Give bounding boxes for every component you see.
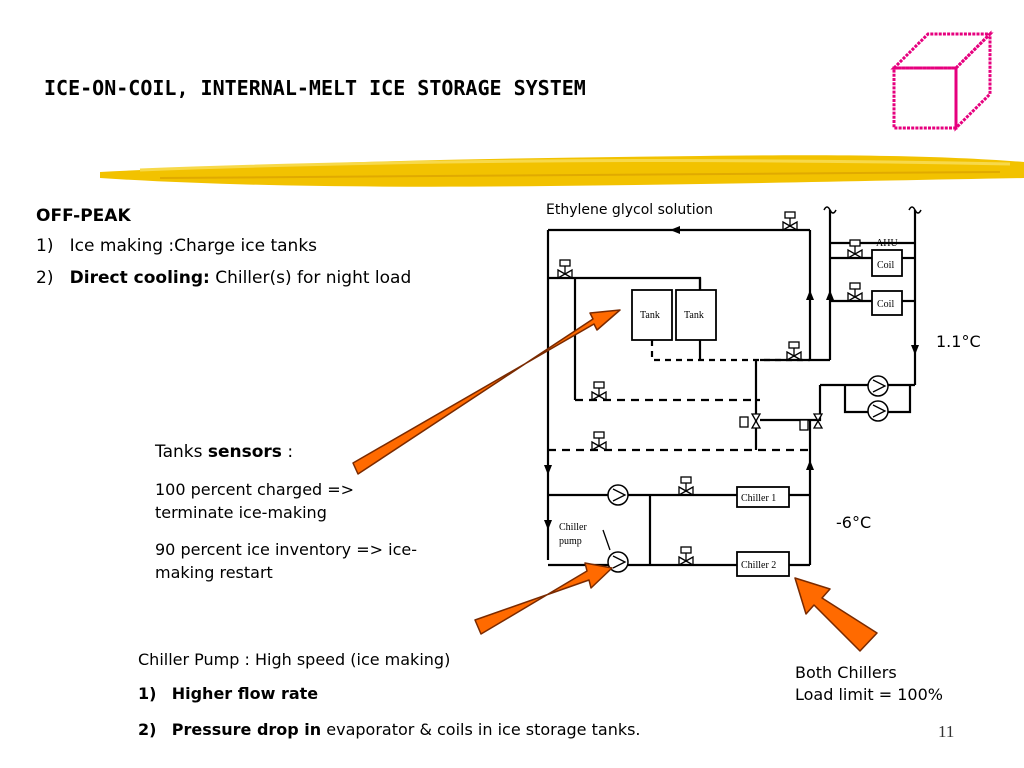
ahu-label: AHU <box>876 238 898 249</box>
tank-label: Tank <box>640 310 660 321</box>
arrow-to-pump <box>474 562 613 635</box>
chiller-1-label: Chiller 1 <box>741 493 776 504</box>
sensor-note-1: 100 percent charged => terminate ice-mak… <box>155 478 354 524</box>
sensor-note-2: 90 percent ice inventory => ice- making … <box>155 538 417 584</box>
item-bold: Direct cooling: <box>69 268 210 288</box>
tank-label: Tank <box>684 310 704 321</box>
brush-divider <box>100 155 1024 187</box>
item-text: evaporator & coils in ice storage tanks. <box>326 720 641 739</box>
sensor-line: 90 percent ice inventory => ice- <box>155 540 417 559</box>
chillers-note-line: Load limit = 100% <box>795 685 943 704</box>
sensors-heading-plain: Tanks <box>155 442 203 462</box>
item-number: 2) <box>36 268 54 288</box>
coil-1 <box>871 249 903 277</box>
item-bold: Higher flow rate <box>171 684 319 703</box>
chiller-2-label: Chiller 2 <box>741 560 776 571</box>
chiller-2-box <box>736 551 790 577</box>
item-text: Chiller(s) for night load <box>215 268 412 288</box>
tank-2 <box>675 289 717 341</box>
glycol-label: Ethylene glycol solution <box>546 202 713 218</box>
cube-logo-icon <box>890 30 994 132</box>
pump-icon <box>607 484 629 506</box>
sensors-heading-tail: : <box>287 442 294 462</box>
page-number: 11 <box>938 722 955 741</box>
item-number: 1) <box>138 684 157 703</box>
pump-item-1: 1) Higher flow rate <box>138 684 318 703</box>
pump-item-2: 2) Pressure drop in evaporator & coils i… <box>138 720 641 739</box>
pump-icon <box>867 400 889 422</box>
coil-label: Coil <box>877 260 894 271</box>
chiller-pump-label: pump <box>559 536 582 547</box>
pump-heading: Chiller Pump : High speed (ice making) <box>138 650 451 669</box>
pump-icon <box>607 551 629 573</box>
off-peak-heading: OFF-PEAK <box>36 206 131 226</box>
item-bold: Pressure drop in <box>171 720 322 739</box>
temp-chiller-label: -6°C <box>836 513 871 532</box>
valve-icon <box>782 211 798 232</box>
item-ice-making: 1) Ice making :Charge ice tanks <box>36 236 317 256</box>
tank-1 <box>631 289 673 341</box>
item-direct-cooling: 2) Direct cooling: Chiller(s) for night … <box>36 268 411 288</box>
item-number: 2) <box>138 720 157 739</box>
page-title: ICE-ON-COIL, INTERNAL-MELT ICE STORAGE S… <box>44 76 586 100</box>
item-number: 1) <box>36 236 54 256</box>
arrow-to-tanks <box>352 309 621 475</box>
chiller-pump-label: Chiller <box>559 522 587 533</box>
chillers-note: Both Chillers Load limit = 100% <box>795 662 943 706</box>
coil-label: Coil <box>877 299 894 310</box>
sensors-heading: Tanks sensors : <box>155 442 293 462</box>
sensor-line: terminate ice-making <box>155 503 327 522</box>
arrow-to-chillers <box>794 577 878 652</box>
chillers-note-line: Both Chillers <box>795 663 897 682</box>
sensors-heading-bold: sensors <box>207 442 282 462</box>
sensor-line: 100 percent charged => <box>155 480 355 499</box>
item-text: Ice making :Charge ice tanks <box>69 236 318 256</box>
temp-supply-label: 1.1°C <box>936 332 981 351</box>
chiller-1-box <box>736 486 790 508</box>
sensor-line: making restart <box>155 563 273 582</box>
coil-2 <box>871 290 903 316</box>
pump-icon <box>867 375 889 397</box>
